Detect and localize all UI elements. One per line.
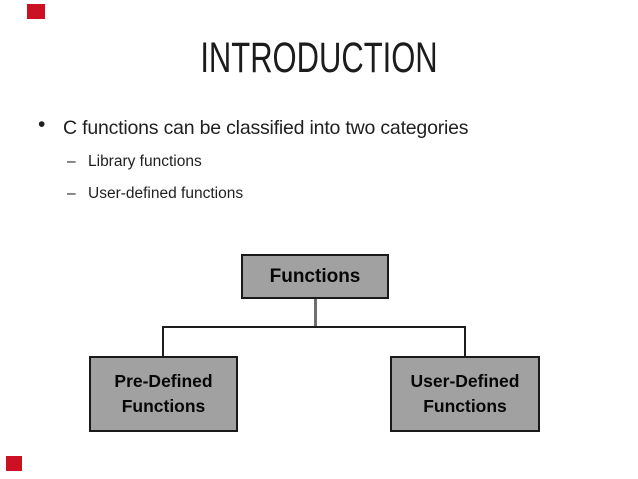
tree-connector-horizontal (162, 326, 466, 328)
diagram-box-functions: Functions (241, 254, 389, 299)
dash-marker-icon: – (67, 153, 76, 170)
tree-connector-right-drop (464, 327, 466, 356)
sub-bullet-library: – Library functions (67, 152, 202, 171)
diagram-box-predefined-functions: Pre-Defined Functions (89, 356, 238, 432)
red-accent-mark-top (27, 4, 45, 19)
tree-connector-left-drop (162, 327, 164, 356)
slide-title: INTRODUCTION (200, 34, 438, 82)
red-accent-mark-bottom (6, 456, 22, 471)
bullet-main-text: C functions can be classified into two c… (63, 117, 469, 139)
sub-bullet-label: User-defined functions (88, 185, 244, 202)
sub-bullet-user-defined: – User-defined functions (67, 184, 243, 203)
tree-connector-stem (314, 299, 317, 327)
sub-bullet-label: Library functions (88, 153, 202, 170)
diagram-box-userdefined-functions: User-Defined Functions (390, 356, 540, 432)
dash-marker-icon: – (67, 185, 76, 202)
bullet-dot-icon: • (38, 113, 46, 136)
